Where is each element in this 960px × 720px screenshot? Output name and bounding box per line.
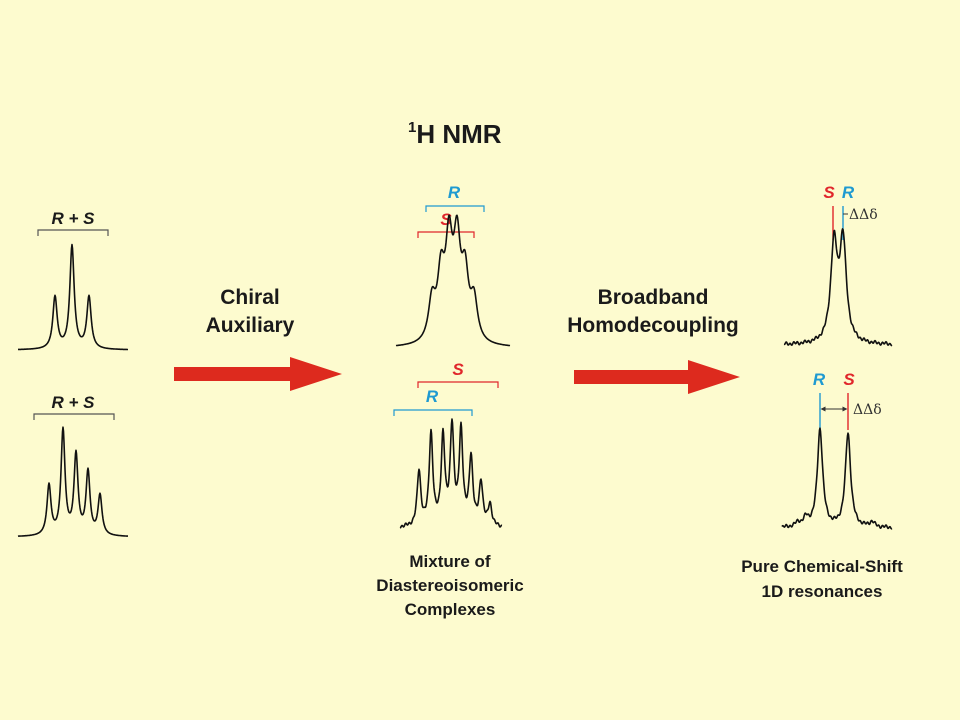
arrow2-line2: Homodecoupling xyxy=(567,314,739,337)
right-top-spectrum xyxy=(783,228,893,347)
right-arrow-icon xyxy=(574,360,740,394)
middle-bottom-s-label: S xyxy=(452,360,464,379)
right-bottom-s-label: S xyxy=(843,370,855,389)
right-top-s-label: S xyxy=(823,183,835,202)
right-caption-line2: 1D resonances xyxy=(762,582,883,601)
middle-caption-line3: Complexes xyxy=(405,600,496,619)
middle-top-spectrum xyxy=(395,214,511,347)
left-bottom-quintet-spectrum xyxy=(17,426,129,537)
left-panel: R + S R + S xyxy=(17,209,129,537)
arrow1-line2: Auxiliary xyxy=(206,314,295,337)
middle-bottom-r-label: R xyxy=(426,387,439,406)
right-caption-line1: Pure Chemical-Shift xyxy=(741,557,903,576)
left-bottom-bracket xyxy=(33,413,115,420)
right-bottom-spectrum xyxy=(781,427,893,530)
middle-panel: R S S R Mixture of Diastereoisomeric Com… xyxy=(376,183,523,619)
homodecoupling-arrow-group: Broadband Homodecoupling xyxy=(567,286,740,394)
right-bottom-r-label: R xyxy=(813,370,826,389)
middle-bottom-s-bracket xyxy=(417,381,499,388)
left-top-bracket xyxy=(37,229,109,236)
title-superscript: 1 xyxy=(408,119,416,136)
right-top-delta-label: ΔΔδ xyxy=(849,207,878,223)
left-top-triplet-spectrum xyxy=(17,243,129,351)
right-bottom-delta-label: ΔΔδ xyxy=(853,402,882,418)
chiral-auxiliary-arrow-group: Chiral Auxiliary xyxy=(174,286,342,391)
arrow1-line1: Chiral xyxy=(220,286,280,309)
left-top-label: R + S xyxy=(52,209,96,228)
middle-top-s-bracket xyxy=(417,231,475,238)
middle-top-r-label: R xyxy=(448,183,461,202)
middle-caption-line1: Mixture of xyxy=(409,552,491,571)
middle-bottom-spectrum xyxy=(399,418,503,529)
left-bottom-label: R + S xyxy=(52,393,96,412)
right-arrow-icon xyxy=(174,357,342,391)
middle-caption-line2: Diastereoisomeric xyxy=(376,576,523,595)
right-top-r-label: R xyxy=(842,183,855,202)
middle-bottom-r-bracket xyxy=(393,409,473,416)
title-text: H NMR xyxy=(416,119,501,149)
arrow2-line1: Broadband xyxy=(598,286,709,309)
title: 1H NMR xyxy=(408,119,502,149)
right-panel: S R ΔΔδ R S ΔΔδ Pure Chemical-Shift 1D r… xyxy=(741,183,903,601)
middle-top-r-bracket xyxy=(425,205,485,212)
